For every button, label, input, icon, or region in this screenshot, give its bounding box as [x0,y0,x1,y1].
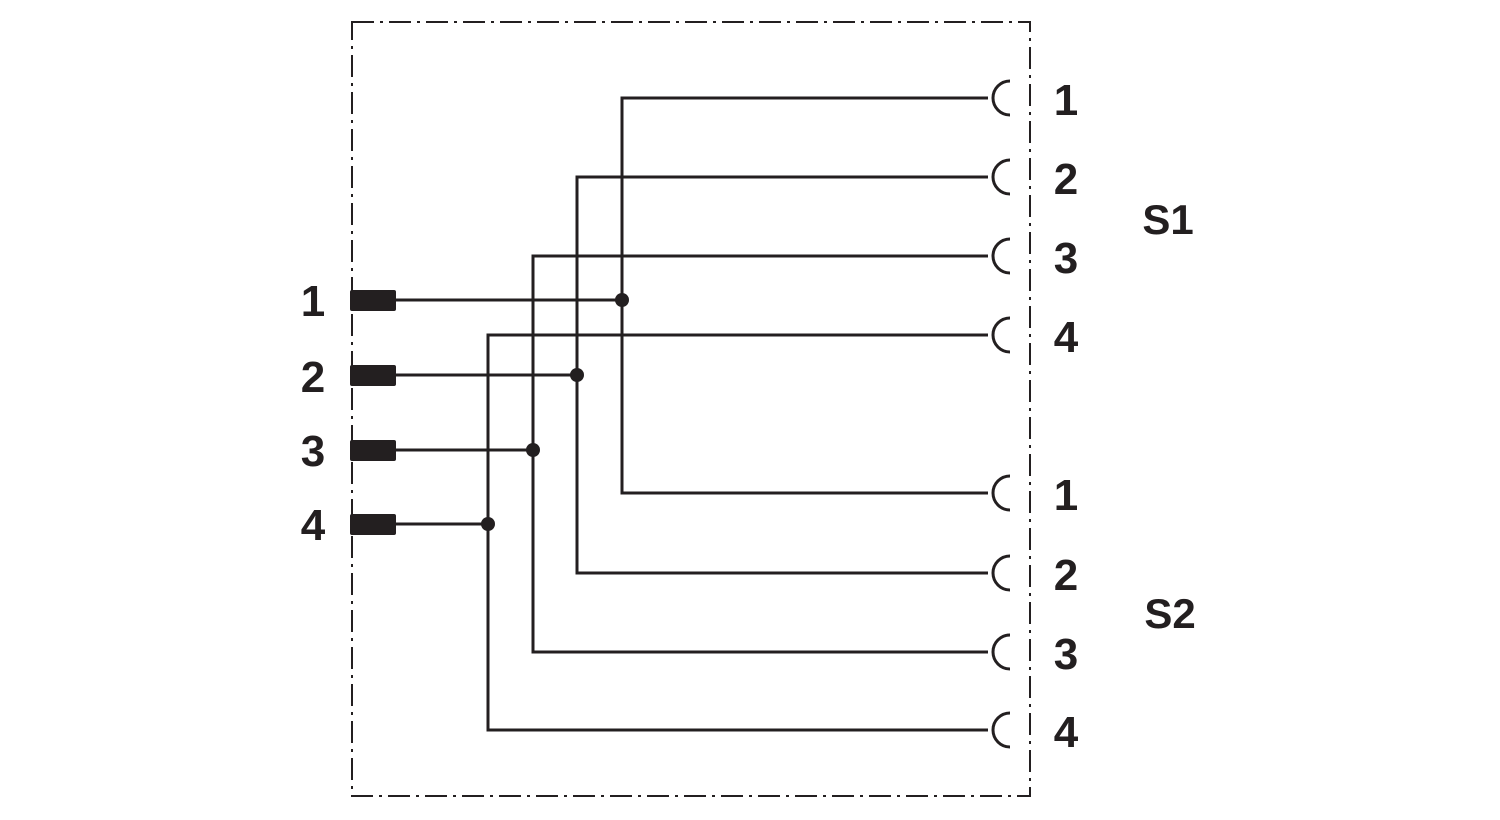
s1-socket-1 [991,79,1011,117]
housing-outline [351,21,1031,797]
wires [396,96,988,732]
s1-pin-label-4: 4 [1054,313,1079,362]
s1-group-label: S1 [1142,196,1193,243]
input-pin-label-4: 4 [301,501,326,550]
s2-pin-label-3: 3 [1054,630,1078,679]
junction-3 [526,443,540,457]
input-pin-1 [350,290,396,311]
s1-pin-label-1: 1 [1054,76,1078,125]
input-pin-4 [350,514,396,535]
input-pin-3 [350,440,396,461]
s1-socket-2 [991,158,1011,196]
wire-3-s2 [531,450,988,654]
s1-socket-3 [991,237,1011,275]
s1-pin-label-3: 3 [1054,234,1078,283]
s2-socket-4 [991,711,1011,749]
s2-pin-label-4: 4 [1054,708,1079,757]
wire-1-s1 [620,96,988,300]
input-connector: 1 2 3 4 [301,277,396,550]
wire-1-s2 [620,300,988,495]
wire-2-s1 [575,175,988,375]
s2-socket-3 [991,633,1011,671]
junction-4 [481,517,495,531]
s1-socket-4 [991,316,1011,354]
s2-pin-label-1: 1 [1054,471,1078,520]
s2-group-label: S2 [1144,590,1195,637]
junctions [481,293,629,531]
s2-socket-2 [991,554,1011,592]
input-pin-label-1: 1 [301,277,325,326]
s2-pin-label-2: 2 [1054,551,1078,600]
wire-2-s2 [575,375,988,575]
input-pin-label-3: 3 [301,427,325,476]
junction-1 [615,293,629,307]
s1-pin-label-2: 2 [1054,155,1078,204]
wire-3-s1 [531,254,988,450]
input-pin-label-2: 2 [301,353,325,402]
socket-group-s2: 1 2 3 4 S2 [991,471,1196,757]
socket-group-s1: 1 2 3 4 S1 [991,76,1194,362]
wire-4-s2 [486,524,988,732]
junction-2 [570,368,584,382]
s2-socket-1 [991,474,1011,512]
input-pin-2 [350,365,396,386]
wire-4-s1 [486,333,988,524]
